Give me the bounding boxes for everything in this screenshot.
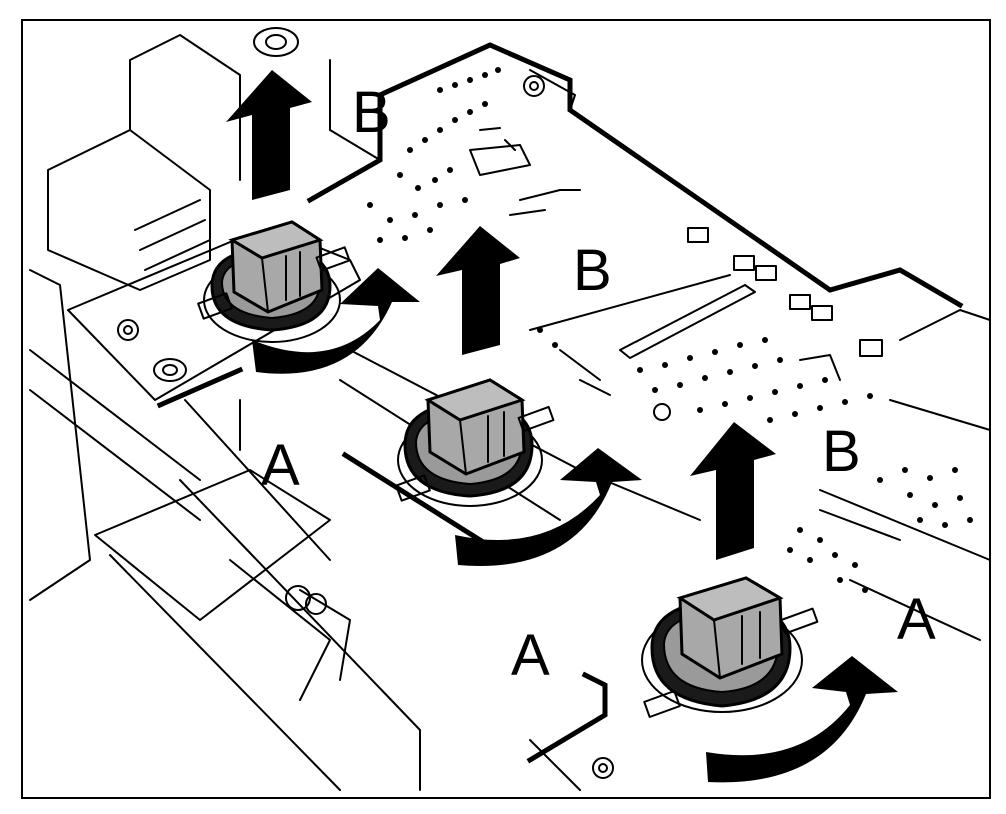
rotate-arrow-icon — [455, 448, 642, 566]
label-b-center: B — [573, 238, 612, 303]
up-arrow-icon — [690, 422, 776, 560]
tabs — [469, 127, 883, 381]
label-a-left: A — [261, 433, 300, 498]
label-a-bottom: A — [511, 623, 550, 688]
label-b-top: B — [352, 80, 391, 145]
up-arrow-icon — [436, 226, 520, 355]
rotate-arrow-icon — [252, 268, 420, 374]
rotate-arrow-icon — [706, 656, 898, 783]
label-a-right: A — [897, 587, 936, 652]
machine-linework — [29, 27, 991, 791]
perforation-dots — [367, 67, 973, 593]
knob-2 — [395, 378, 555, 507]
knob-1 — [197, 220, 351, 343]
label-b-right: B — [822, 419, 861, 484]
knob-3 — [641, 576, 819, 718]
up-arrow-icon — [226, 70, 312, 200]
